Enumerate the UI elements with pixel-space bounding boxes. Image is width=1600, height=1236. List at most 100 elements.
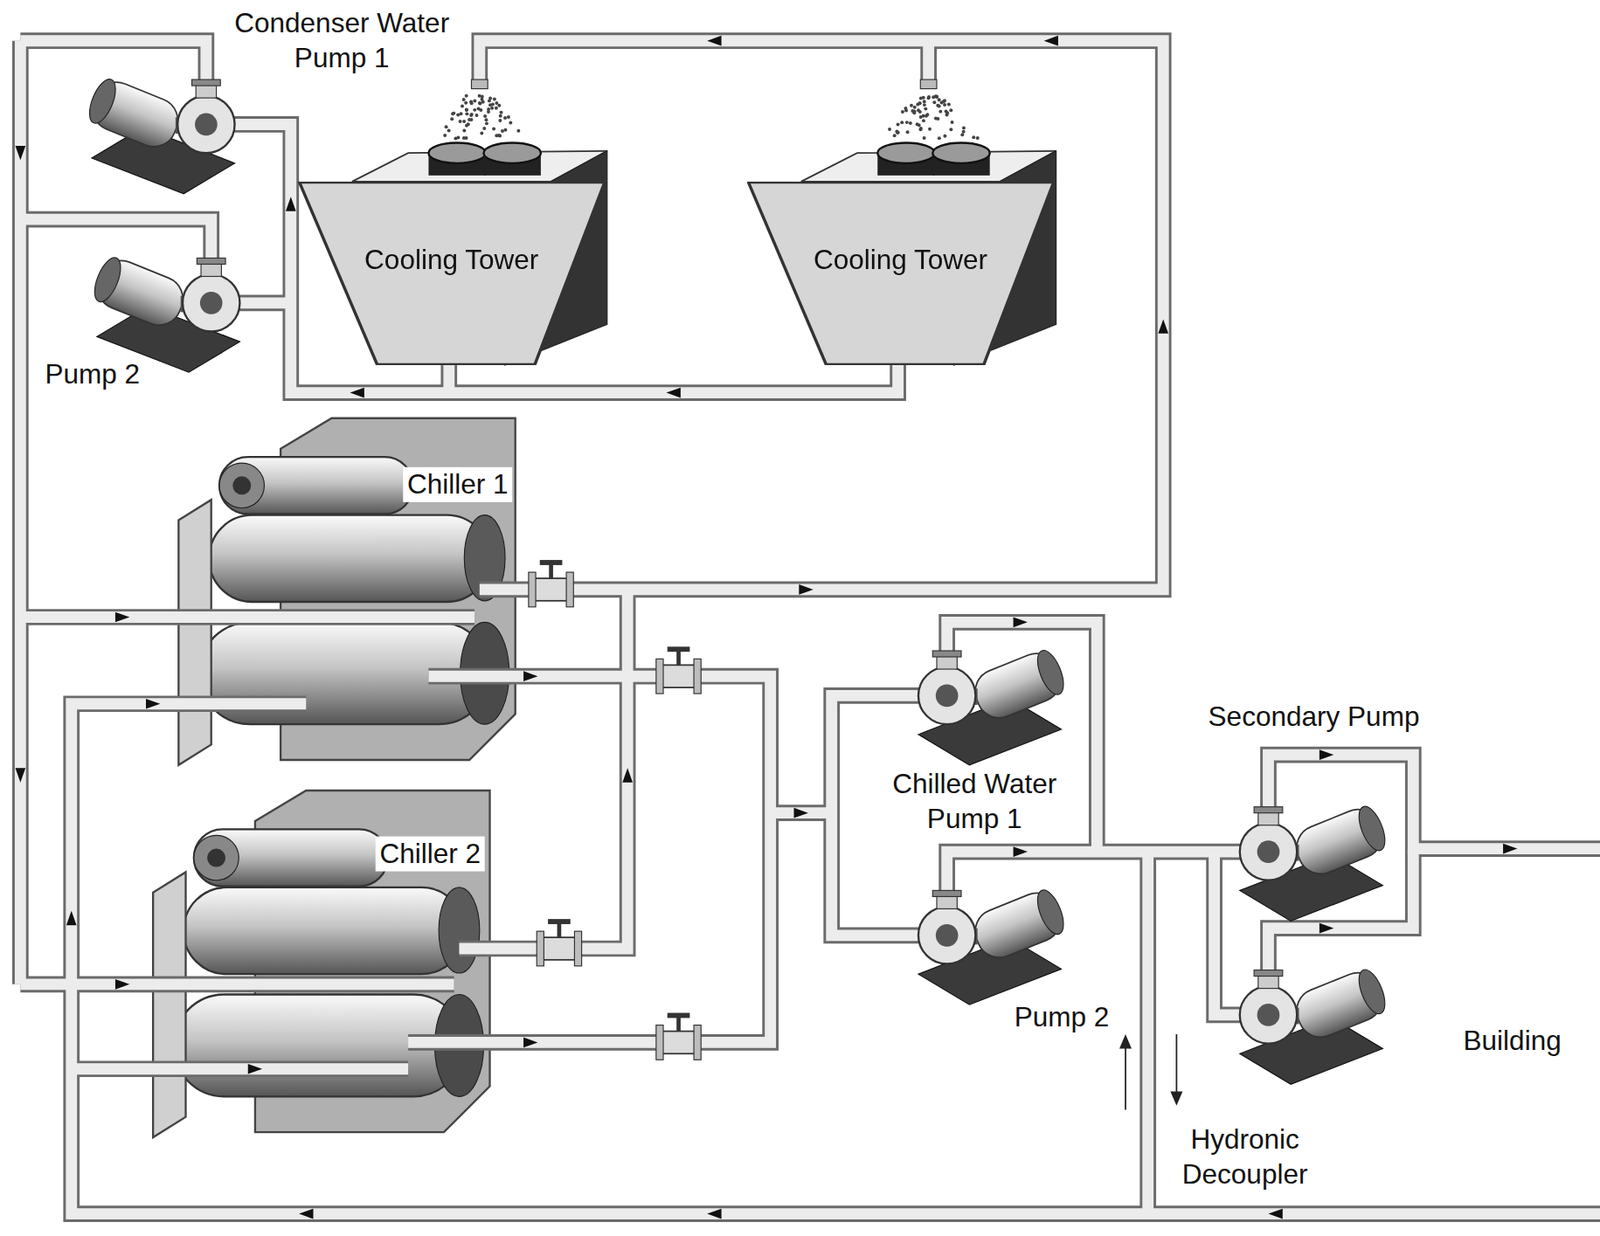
spray-nozzle: [920, 79, 937, 90]
pipe-outline: [458, 589, 628, 949]
water-spray: [467, 117, 471, 122]
water-spray: [498, 134, 502, 139]
flow-arrow: [248, 1064, 263, 1075]
water-spray: [484, 117, 488, 122]
pipe-interior: [479, 41, 1164, 590]
compressor: [193, 829, 388, 887]
flow-arrow: [1503, 844, 1517, 855]
water-spray: [464, 108, 469, 112]
water-spray: [910, 109, 915, 113]
flow-arrow: [1013, 846, 1028, 858]
valve-symbol: [656, 1013, 701, 1061]
water-spray: [913, 105, 917, 110]
chiller-upper-shell: [208, 515, 490, 603]
pipe-interior: [20, 978, 454, 991]
valve-flange: [528, 572, 536, 608]
water-spray: [942, 134, 947, 139]
water-spray: [500, 129, 505, 133]
valve-handle: [667, 646, 691, 652]
flow-arrow: [285, 196, 297, 211]
arrow-shaft: [1124, 1046, 1127, 1110]
flow-arrow: [66, 911, 77, 926]
water-spray: [451, 111, 456, 116]
water-spray: [915, 122, 920, 126]
flow-arrow: [298, 1209, 313, 1220]
pipe-outline: [71, 1060, 409, 1078]
pipe-interior: [458, 589, 628, 949]
arrow-head: [1119, 1034, 1132, 1049]
water-spray: [948, 108, 953, 112]
valve-handle: [540, 560, 563, 566]
water-spray: [962, 130, 966, 134]
flow-arrow: [666, 387, 681, 399]
flow-arrow: [706, 1209, 721, 1220]
compressor-end: [219, 463, 264, 508]
pump-flange: [1253, 807, 1283, 814]
pump-volute: [918, 667, 976, 725]
tower-label: Cooling Tower: [746, 242, 1055, 279]
decoupler-label: Hydronic Decoupler: [1168, 1122, 1322, 1192]
water-spray: [464, 101, 468, 105]
water-spray: [922, 103, 927, 107]
water-spray: [486, 107, 491, 111]
water-spray: [450, 117, 454, 121]
motor-end: [89, 254, 126, 306]
water-spray: [488, 103, 492, 107]
flow-arrow: [1267, 1209, 1282, 1220]
water-spray: [909, 103, 914, 108]
pump-volute: [177, 96, 235, 153]
valve-flange: [656, 1025, 664, 1061]
flow-arrow: [1044, 35, 1059, 47]
water-spray: [942, 103, 947, 107]
water-spray: [916, 108, 921, 112]
motor-end: [83, 76, 121, 128]
pump-flange: [932, 651, 962, 658]
flow-arrow: [1013, 616, 1028, 628]
chiller-front-plate: [152, 872, 186, 1138]
compressor-end: [193, 835, 239, 880]
pipe-interior: [770, 807, 832, 819]
water-spray: [464, 124, 469, 128]
pump-symbol: [89, 254, 240, 373]
water-spray: [935, 103, 940, 108]
pipe-outline: [20, 976, 454, 994]
water-spray: [464, 111, 469, 116]
valve-symbol: [528, 560, 574, 608]
pump-flange: [1253, 970, 1283, 977]
water-spray: [906, 130, 910, 134]
valve-body: [662, 1032, 695, 1055]
water-spray: [490, 106, 494, 111]
valve-stem: [548, 563, 554, 580]
water-spray: [940, 101, 944, 105]
chiller-symbol: [178, 418, 515, 766]
water-spray: [494, 106, 499, 111]
water-spray: [950, 120, 955, 125]
pump-eye: [1257, 1004, 1281, 1027]
pump-flange: [196, 257, 226, 264]
chiller-symbol: [152, 790, 490, 1138]
water-spray: [932, 100, 936, 104]
compressor: [219, 457, 414, 514]
pump-eye: [194, 113, 218, 137]
valve-flange: [536, 931, 544, 967]
water-spray: [516, 129, 520, 133]
pipe-interior: [237, 297, 291, 309]
water-spray: [971, 135, 976, 139]
cooling-tower-face: Cooling Tower: [746, 181, 1055, 366]
water-spray: [938, 110, 942, 114]
water-spray: [470, 112, 474, 117]
water-spray: [458, 119, 463, 124]
valve-stem: [676, 1016, 681, 1033]
water-spray: [919, 126, 923, 131]
water-spray: [922, 136, 927, 140]
water-spray: [483, 114, 487, 118]
water-spray: [887, 127, 892, 132]
pipe-interior: [443, 365, 455, 394]
water-spray: [443, 133, 447, 138]
water-spray: [506, 115, 511, 119]
pipe-outline: [20, 219, 211, 261]
pump-flange: [192, 79, 222, 86]
water-spray: [931, 95, 936, 99]
pipe-outline: [1139, 851, 1157, 1215]
water-spray: [480, 95, 485, 99]
